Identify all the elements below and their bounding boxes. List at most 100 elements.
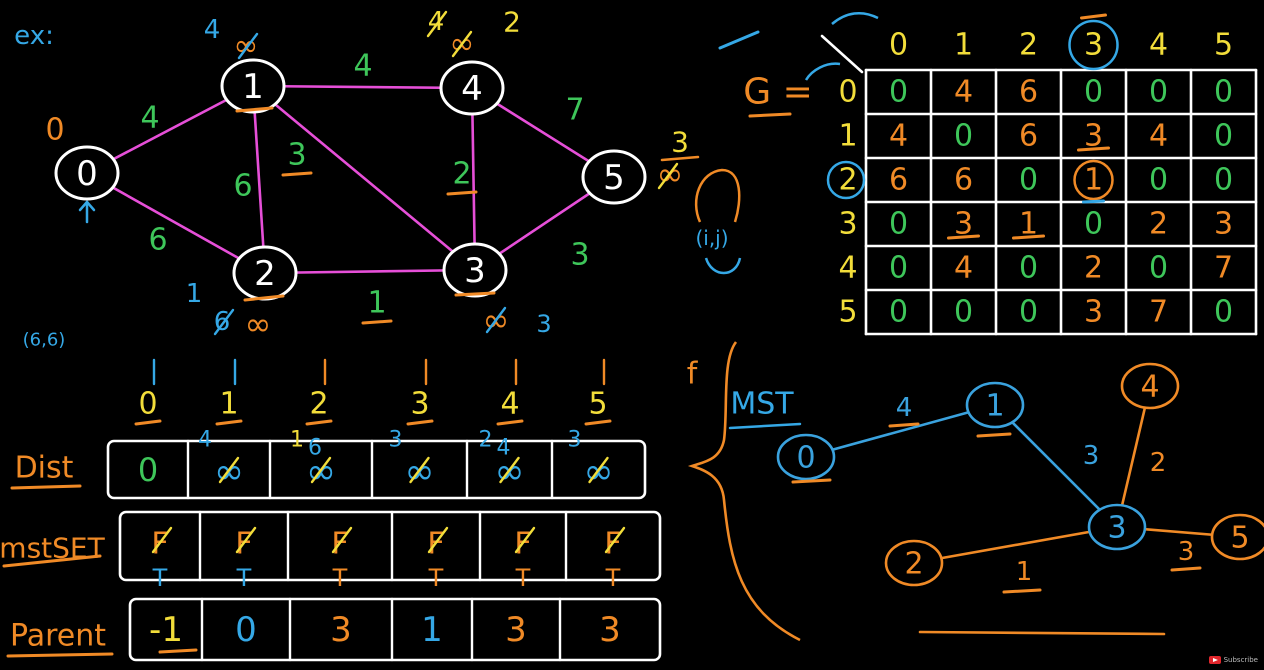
dist-cell-strike-3	[409, 456, 430, 484]
node2-inf: ∞	[245, 305, 272, 343]
pair-bracket-bottom	[704, 257, 742, 275]
edge-weight-3-5: 3	[570, 238, 589, 273]
table-index-underline-1	[215, 419, 243, 426]
dist-cell-0: 0	[138, 451, 158, 489]
matrix-col-header-5: 5	[1214, 28, 1233, 63]
dist-cell-strike-4	[499, 456, 520, 484]
matrix-cell-4-1: 4	[954, 251, 973, 286]
matrix-cell-1-0: 4	[889, 119, 908, 154]
matrix-row-header-0: 0	[838, 75, 857, 110]
parent-cell-4: 3	[505, 610, 527, 650]
mst-node1-underline	[976, 432, 1012, 438]
subscribe-label: Subscribe	[1223, 656, 1258, 664]
matrix-cell-1-4: 4	[1149, 119, 1168, 154]
mstset-cell-new-2: T	[332, 564, 348, 592]
dist-row-label: Dist	[15, 451, 74, 486]
graph-node-label-0: 0	[76, 154, 98, 194]
graph-node-0	[54, 145, 120, 201]
matrix-cell-0-5: 0	[1214, 75, 1233, 110]
matrix-cell-1-1: 0	[954, 119, 973, 154]
mst-node-2	[884, 539, 944, 587]
graph-node-4	[439, 60, 505, 116]
mstset-cell-new-4: T	[515, 564, 531, 592]
matrix-cell-0-4: 0	[1149, 75, 1168, 110]
matrix-cell-0-3: 0	[1084, 75, 1103, 110]
mst-edge-2-3	[912, 525, 1119, 565]
node1-underline	[235, 106, 274, 113]
youtube-play-icon	[1208, 656, 1221, 664]
mst-weight-3-5-underline	[1170, 566, 1202, 572]
matrix-cell-1-3-underline	[1077, 146, 1110, 152]
weight-underline-1-3	[281, 171, 313, 177]
dist-cell-strike-5	[588, 456, 609, 484]
edge-weight-4-5: 7	[565, 93, 584, 128]
mst-node-3	[1087, 503, 1147, 551]
mstset-cell-strike-3	[427, 526, 449, 554]
matrix-col-header-0: 0	[889, 28, 908, 63]
parent-cell-5: 3	[599, 610, 621, 650]
subscribe-badge[interactable]: Subscribe	[1208, 656, 1258, 664]
matrix-cell-1-3: 3	[1084, 119, 1103, 154]
mst-edge-3-4	[1115, 384, 1152, 529]
parent-cell-0: -1	[149, 610, 183, 650]
table-index-label-3: 3	[410, 387, 429, 422]
dist-label-underline	[10, 484, 82, 490]
table-index-label-0: 0	[138, 387, 157, 422]
matrix-cell-2-3: 1	[1084, 163, 1103, 198]
node5-dist: 3	[671, 126, 689, 159]
matrix-corner-arrow-2	[804, 62, 841, 81]
matrix-cell-2-3-underline	[1082, 199, 1105, 204]
mstset-cell-strike-0	[151, 526, 173, 554]
edge-1-4	[251, 84, 474, 90]
node1-inf-strike	[237, 32, 259, 60]
mst-edge-weight-2-3: 1	[1016, 557, 1033, 587]
matrix-cell-5-4: 7	[1149, 295, 1168, 330]
mst-node-0	[776, 433, 836, 481]
node5-inf-strike	[657, 162, 679, 190]
parent-cell-2: 3	[330, 610, 352, 650]
table-index-underline-4	[496, 419, 524, 426]
matrix-cell-5-3: 3	[1084, 295, 1103, 330]
matrix-cell-0-2: 6	[1019, 75, 1038, 110]
matrix-row-header-4: 4	[838, 251, 857, 286]
dist-cell-mid-2: 6	[308, 436, 322, 461]
matrix-cell-1-5: 0	[1214, 119, 1233, 154]
matrix-cell-0-0: 0	[889, 75, 908, 110]
parent-row-label: Parent	[10, 619, 106, 654]
node0-start-arrow-head-r	[85, 200, 96, 212]
matrix-size-label: (6,6)	[23, 330, 66, 351]
matrix-cell-3-5: 3	[1214, 207, 1233, 242]
weight-underline-4-3	[446, 190, 478, 196]
node4-old-strike	[426, 10, 448, 38]
matrix-cell-4-0: 0	[889, 251, 908, 286]
matrix-cell-3-1: 3	[954, 207, 973, 242]
mst-edge-weight-1-3: 3	[1083, 441, 1100, 471]
matrix-col3-highlight	[1068, 19, 1119, 71]
ex-label: ex:	[14, 21, 54, 51]
graph-node-3	[442, 242, 508, 298]
mst-node-label-0: 0	[796, 441, 815, 476]
matrix-col-header-1: 1	[954, 28, 973, 63]
mstset-cell-strike-1	[235, 526, 257, 554]
matrix-cell-0-1: 4	[954, 75, 973, 110]
matrix-cell-3-4: 2	[1149, 207, 1168, 242]
dist-cell-new-2: 1	[290, 428, 304, 453]
mstset-cell-new-3: T	[428, 564, 444, 592]
mst-label-underline	[728, 422, 802, 430]
dist-cell-new-4: 2	[479, 428, 493, 453]
graph-node-5	[581, 149, 647, 205]
dist-cell-old-3: ∞	[405, 452, 435, 493]
mst-node-label-5: 5	[1230, 521, 1249, 556]
g-arrow-mark	[718, 30, 760, 50]
mst-brace-hook: f	[687, 357, 699, 392]
edge-2-3	[263, 268, 477, 275]
table-index-underline-0	[134, 419, 162, 426]
mst-brace	[687, 341, 801, 642]
node3-dist: 3	[536, 310, 551, 338]
table-index-label-2: 2	[309, 387, 328, 422]
table-mstset-border	[118, 510, 662, 582]
node0-start-arrow-head-l	[78, 200, 89, 212]
edge-1-2	[251, 84, 267, 275]
edge-weight-1-3: 3	[287, 138, 306, 173]
